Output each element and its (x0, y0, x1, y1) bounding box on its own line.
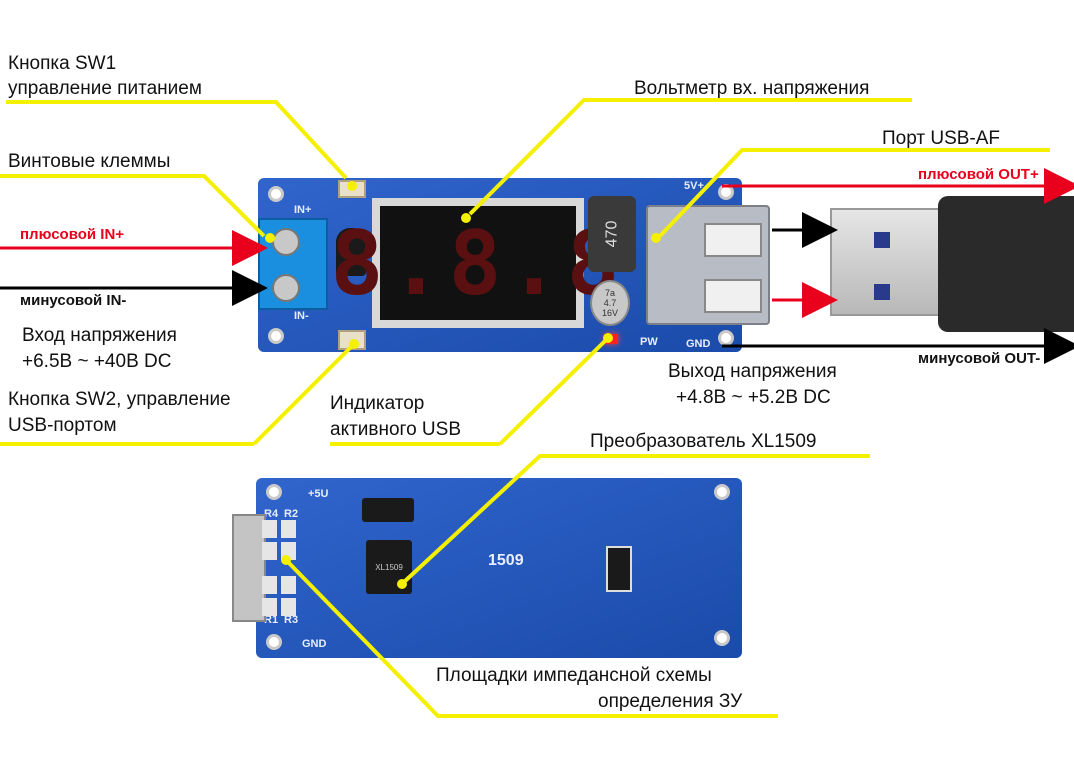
label-input-line1: Вход напряжения (22, 325, 177, 346)
callout-dot-sw1 (347, 181, 357, 191)
usb-plug-contact-2 (874, 284, 890, 300)
callout-line-converter (402, 454, 870, 584)
capacitor-line2: 4.7 (603, 298, 617, 308)
usb-plug-metal (830, 208, 950, 316)
back-pcb-shade (256, 478, 742, 658)
back-usb-edge (232, 514, 266, 622)
resistor-pads-bottom (262, 576, 296, 616)
usb-plug-contact-1 (874, 232, 890, 248)
transistor (336, 228, 366, 276)
callout-dot-terminals (265, 233, 275, 243)
label-output-line1: Выход напряжения (668, 361, 837, 382)
label-input-line2: +6.5В ~ +40В DC (22, 351, 172, 372)
pad (281, 520, 296, 538)
usb-af-port (646, 205, 770, 325)
pad (262, 542, 277, 560)
back-silk-gnd: GND (302, 638, 327, 650)
mount-hole-top-left (268, 186, 284, 202)
back-hole-bottom-right (714, 630, 730, 646)
silk-in-plus: IN+ (294, 204, 312, 216)
usb-af-slot-bottom (704, 279, 762, 313)
pad (262, 576, 277, 594)
display-window: 8.8.8 (331, 206, 619, 320)
back-connector (606, 546, 632, 592)
silk-5v: 5V+ (684, 180, 704, 192)
back-hole-top-left (266, 484, 282, 500)
back-pcb: +5U GND R4 R2 R1 R3 1509 (256, 478, 742, 658)
label-sw1-line1: Кнопка SW1 (8, 53, 117, 74)
callout-dot-sw2 (349, 339, 359, 349)
display-digits: 8.8.8 (330, 211, 626, 315)
pad (281, 576, 296, 594)
silk-in-minus: IN- (294, 310, 309, 322)
callout-line-pads (286, 560, 778, 718)
back-silk-r1: R1 (264, 614, 279, 626)
screw-terminal-minus (272, 274, 300, 302)
label-converter: Преобразователь XL1509 (590, 431, 817, 452)
usb-af-slot-top (704, 223, 762, 257)
label-pads-line2: определения ЗУ (598, 691, 743, 712)
capacitor-line1: 7a (604, 288, 615, 298)
callout-dot-pads (281, 555, 291, 565)
back-hole-bottom-left (266, 634, 282, 650)
callout-dot-voltmeter (461, 213, 471, 223)
back-silk-r3: R3 (284, 614, 299, 626)
label-sw1-line2: управление питанием (8, 78, 202, 99)
callout-dot-converter (397, 579, 407, 589)
back-hole-top-right (714, 484, 730, 500)
xl1509-chip-label: XL1509 (375, 562, 403, 572)
inductor: 470 (588, 196, 636, 272)
label-plus-in: плюсовой IN+ (20, 226, 125, 243)
mount-hole-bottom-left (268, 328, 284, 344)
pad (281, 598, 296, 616)
back-silk-5v: +5U (308, 488, 329, 500)
back-silk-r4: R4 (264, 508, 279, 520)
callout-line-voltmeter (468, 98, 912, 216)
callout-line-sw1 (6, 100, 348, 180)
callout-line-terminals (0, 174, 266, 238)
back-component (362, 498, 414, 522)
back-silk-r2: R2 (284, 508, 299, 520)
capacitor-line3: 16V (601, 308, 618, 318)
pad (262, 520, 277, 538)
label-indicator-line2: активного USB (330, 419, 461, 440)
label-sw2-line1: Кнопка SW2, управление (8, 389, 231, 410)
label-output-line2: +4.8В ~ +5.2В DC (676, 387, 831, 408)
usb-plug-body (938, 196, 1074, 332)
silk-pw: PW (640, 336, 658, 348)
capacitor: 7a 4.7 16V (590, 280, 630, 326)
label-usb-port: Порт USB-AF (882, 128, 1001, 149)
silk-gnd: GND (686, 338, 711, 350)
label-terminals: Винтовые клеммы (8, 151, 171, 172)
voltmeter-display: 8.8.8 (331, 198, 619, 328)
callout-dot-indicator (603, 333, 613, 343)
back-silk-1509: 1509 (488, 552, 524, 569)
callout-line-sw2 (252, 344, 354, 446)
callout-line-usb (658, 148, 1050, 238)
label-sw2-line2: USB-портом (8, 415, 117, 436)
label-plus-out: плюсовой OUT+ (918, 166, 1039, 183)
label-minus-out: минусовой OUT- (918, 350, 1041, 367)
callout-line-indicator (498, 338, 608, 446)
label-pads-line1: Площадки импедансной схемы (436, 665, 712, 686)
callout-dot-usb (651, 233, 661, 243)
label-voltmeter: Вольтметр вх. напряжения (634, 78, 870, 99)
pad (262, 598, 277, 616)
label-minus-in: минусовой IN- (20, 292, 127, 309)
label-indicator-line1: Индикатор (330, 393, 425, 414)
